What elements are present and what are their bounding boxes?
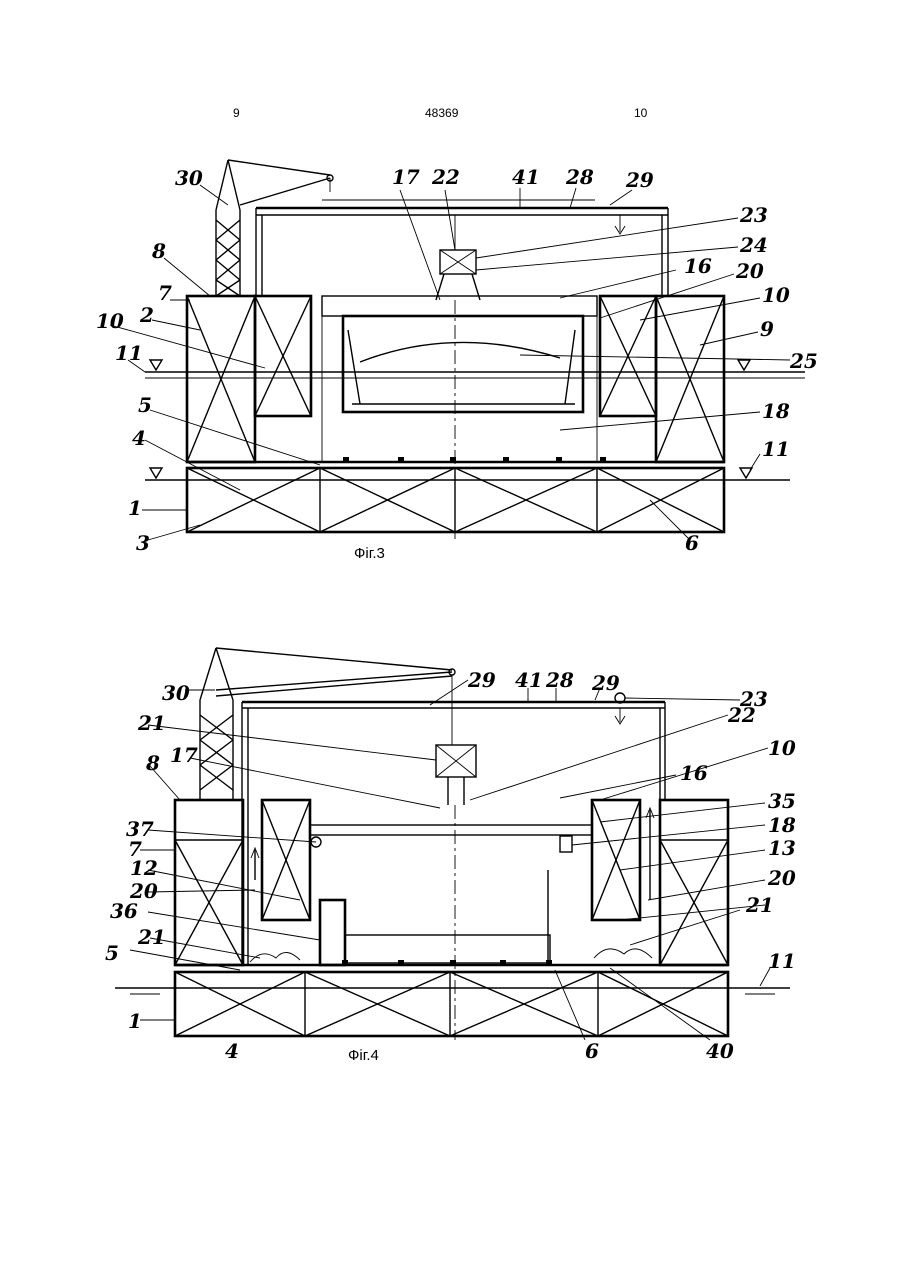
label-6: 6: [685, 531, 699, 555]
label-29b: 29: [591, 671, 620, 695]
label-2: 2: [139, 303, 154, 327]
figure-4-caption: Фіг.4: [348, 1047, 379, 1064]
fig3-crane: [216, 160, 333, 296]
label-22: 22: [727, 703, 756, 727]
label-28: 28: [565, 165, 594, 189]
fig4-crane: [200, 648, 455, 800]
label-35: 35: [768, 789, 796, 813]
label-21: 21: [137, 711, 166, 735]
fig3-upper-pontoons: [187, 296, 724, 462]
label-22: 22: [431, 165, 460, 189]
label-6: 6: [585, 1039, 599, 1063]
label-21c: 21: [137, 925, 166, 949]
figure-4: 29 41 28 29 23 30 21 22 10 8 17 16 35 37…: [105, 648, 796, 1064]
label-13: 13: [768, 836, 796, 860]
fig3-container: [322, 296, 597, 540]
label-20: 20: [767, 866, 796, 890]
label-17: 17: [170, 743, 198, 767]
label-1: 1: [128, 496, 142, 520]
label-11b: 11: [762, 437, 790, 461]
fig4-container: [251, 805, 654, 1040]
label-9: 9: [760, 317, 774, 341]
label-8: 8: [145, 751, 160, 775]
fig3-labels: 30 17 22 41 28 29 23 24 8 16 20 10 7 2 9…: [96, 165, 818, 555]
label-41: 41: [512, 165, 540, 189]
label-16: 16: [684, 254, 712, 278]
figure-3-caption: Фіг.3: [354, 545, 385, 562]
label-5: 5: [138, 393, 152, 417]
label-16: 16: [680, 761, 708, 785]
label-18: 18: [768, 813, 796, 837]
label-5: 5: [105, 941, 119, 965]
label-29: 29: [625, 168, 654, 192]
label-8: 8: [151, 239, 166, 263]
figure-3: 30 17 22 41 28 29 23 24 8 16 20 10 7 2 9…: [96, 160, 818, 562]
label-10b: 10: [96, 309, 124, 333]
fig3-grab: [436, 215, 480, 300]
label-30: 30: [162, 681, 190, 705]
fig4-grab: [436, 745, 476, 805]
label-29: 29: [467, 668, 496, 692]
label-20: 20: [735, 259, 764, 283]
label-4: 4: [225, 1039, 239, 1063]
label-10: 10: [768, 736, 796, 760]
label-3: 3: [136, 531, 150, 555]
label-25: 25: [789, 349, 818, 373]
label-7: 7: [158, 281, 172, 305]
label-1: 1: [128, 1009, 142, 1033]
label-17: 17: [392, 165, 420, 189]
label-36: 36: [110, 899, 138, 923]
label-30: 30: [175, 166, 203, 190]
label-23: 23: [739, 203, 768, 227]
label-28: 28: [545, 668, 574, 692]
label-11: 11: [115, 341, 143, 365]
label-18: 18: [762, 399, 790, 423]
label-11: 11: [768, 949, 796, 973]
label-24: 24: [739, 233, 768, 257]
label-4: 4: [132, 426, 146, 450]
fig3-gantry: [256, 200, 668, 296]
fig4-gantry: [242, 693, 665, 965]
label-10: 10: [762, 283, 790, 307]
fig3-lower-pontoons: [187, 457, 724, 532]
fig4-lower-pontoons: [175, 949, 728, 1036]
label-41: 41: [515, 668, 543, 692]
label-12: 12: [130, 856, 158, 880]
label-40: 40: [706, 1039, 734, 1063]
label-21b: 21: [745, 893, 774, 917]
